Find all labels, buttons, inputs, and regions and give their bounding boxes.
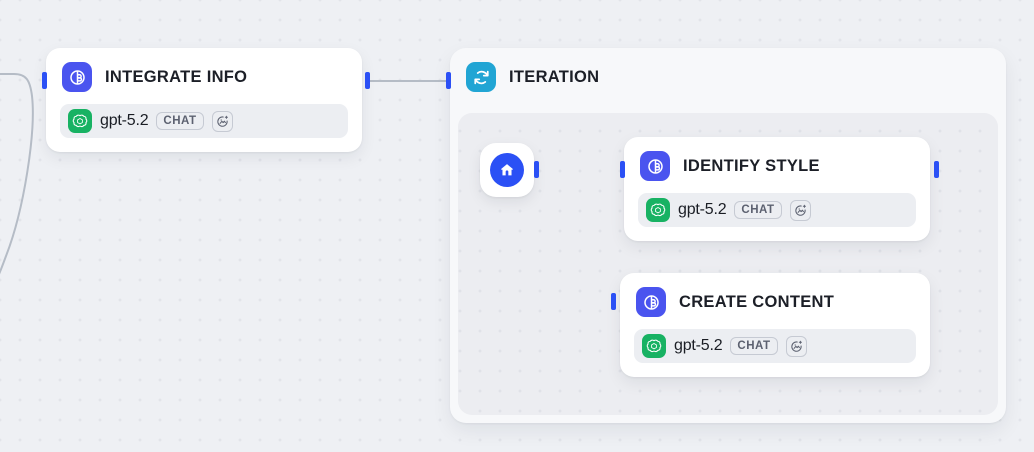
handle-identify-source[interactable] xyxy=(934,161,939,178)
handle-iteration-target[interactable] xyxy=(446,72,451,89)
loop-refresh-icon xyxy=(466,62,496,92)
handle-create-target[interactable] xyxy=(611,293,616,310)
handle-identify-target[interactable] xyxy=(620,161,625,178)
model-type-badge: CHAT xyxy=(730,337,778,355)
image-vision-icon xyxy=(785,335,807,357)
model-name: gpt-5.2 xyxy=(100,112,149,129)
home-icon xyxy=(501,164,513,176)
node-integrate-info[interactable]: INTEGRATE INFO gpt-5.2 CHAT xyxy=(46,48,362,152)
node-header: INTEGRATE INFO xyxy=(46,48,362,98)
model-chip-row[interactable]: gpt-5.2 CHAT xyxy=(638,193,916,227)
model-name: gpt-5.2 xyxy=(678,201,727,218)
model-chip-row[interactable]: gpt-5.2 CHAT xyxy=(60,104,348,138)
node-title: CREATE CONTENT xyxy=(679,292,835,311)
iteration-header: ITERATION xyxy=(450,48,1006,98)
node-title: INTEGRATE INFO xyxy=(105,67,248,86)
model-type-badge: CHAT xyxy=(156,112,204,130)
model-name: gpt-5.2 xyxy=(674,337,723,354)
node-header: CREATE CONTENT xyxy=(620,273,930,323)
model-chip-row[interactable]: gpt-5.2 CHAT xyxy=(634,329,916,363)
edge-incoming-to-integrate xyxy=(0,73,34,275)
start-circle xyxy=(490,153,524,187)
handle-integrate-source[interactable] xyxy=(365,72,370,89)
node-identify-style[interactable]: IDENTIFY STYLE gpt-5.2 CHAT xyxy=(624,137,930,241)
model-type-badge: CHAT xyxy=(734,201,782,219)
llm-node-icon xyxy=(62,62,92,92)
node-header: IDENTIFY STYLE xyxy=(624,137,930,187)
openai-icon xyxy=(642,334,666,358)
iteration-start-node[interactable] xyxy=(480,143,534,197)
node-title: IDENTIFY STYLE xyxy=(683,156,820,175)
iteration-title: ITERATION xyxy=(509,67,600,86)
openai-icon xyxy=(68,109,92,133)
image-vision-icon xyxy=(789,199,811,221)
handle-integrate-target[interactable] xyxy=(42,72,47,89)
node-create-content[interactable]: CREATE CONTENT gpt-5.2 CHAT xyxy=(620,273,930,377)
llm-node-icon xyxy=(636,287,666,317)
handle-start-source[interactable] xyxy=(534,161,539,178)
llm-node-icon xyxy=(640,151,670,181)
image-vision-icon xyxy=(211,110,233,132)
openai-icon xyxy=(646,198,670,222)
